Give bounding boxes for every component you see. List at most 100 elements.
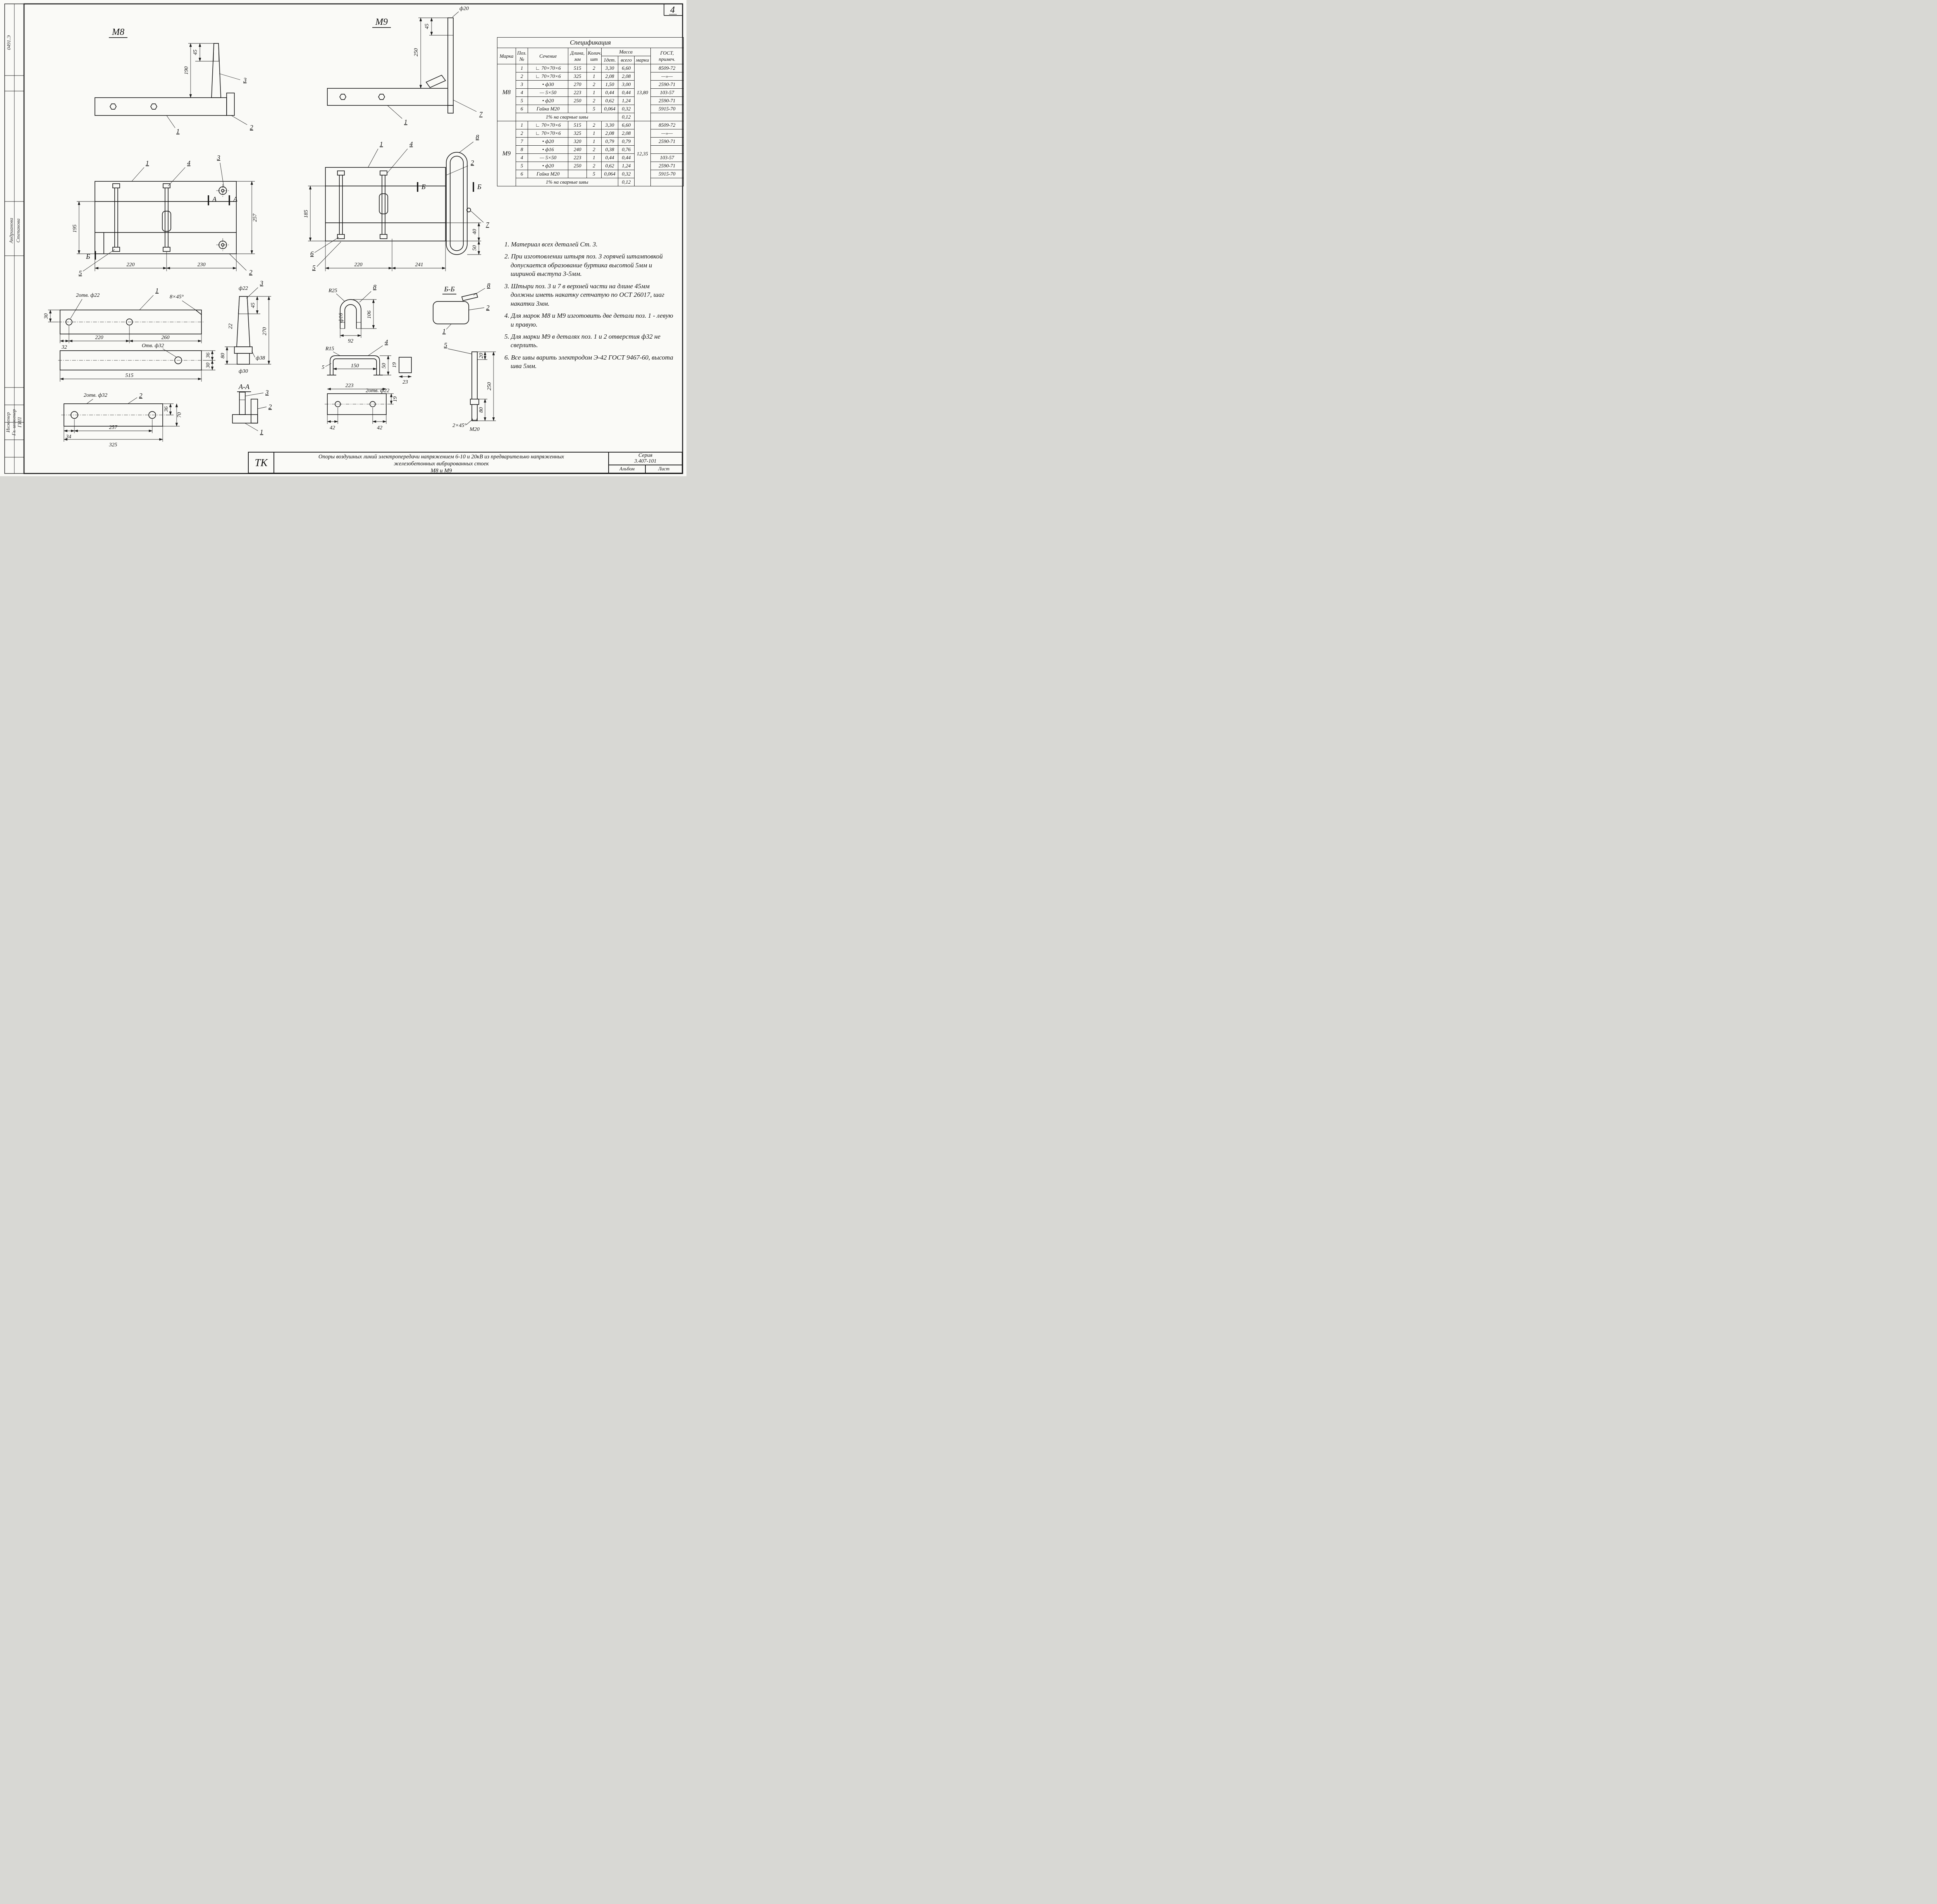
- part-label: 3: [217, 154, 220, 161]
- part-label: 7: [486, 221, 490, 228]
- spec-cell: 5915-70: [650, 170, 684, 178]
- spec-cell: 2,08: [618, 72, 635, 81]
- spec-cell: 0,064: [601, 170, 619, 178]
- title-line: Опоры воздушных линий электропередачи на…: [318, 454, 564, 460]
- spec-cell: 4: [515, 153, 528, 162]
- dim-label: 45: [424, 24, 430, 29]
- spec-cell: 8: [515, 145, 528, 154]
- view-title: М9: [375, 17, 388, 27]
- view-m9-front: М9 ф20 45 250 1 7: [327, 6, 483, 126]
- spec-cell: — 5×50: [528, 153, 569, 162]
- dim-label: 241: [415, 262, 423, 268]
- spec-cell: 103-57: [650, 88, 684, 97]
- sheet-label: Лист: [658, 466, 670, 472]
- section-mark: А: [233, 195, 238, 203]
- view-m9-plan: Б Б 185 220 241 40 50 1 4 8 2 6 5 7: [303, 133, 490, 271]
- spec-cell: 2: [587, 80, 602, 89]
- part-label: 2: [486, 304, 490, 311]
- dim-label: 2×45°: [452, 423, 466, 429]
- dim-label: 45: [250, 303, 256, 308]
- dim-label: 220: [127, 262, 135, 268]
- section-mark: А: [212, 195, 217, 203]
- dim-label: 190: [184, 67, 189, 75]
- spec-table: Спецификация Марка Поз. № Сечение Длина,…: [497, 37, 684, 186]
- section-a-a: А-А 3 2 1: [232, 383, 272, 436]
- spec-cell: 2: [587, 145, 602, 154]
- spec-cell: 0,32: [618, 105, 635, 113]
- series-number: 3.407-101: [634, 458, 657, 465]
- part-label: 7: [479, 110, 483, 118]
- spec-cell: 1,50: [601, 80, 619, 89]
- dim-label: 80: [478, 407, 484, 413]
- spec-cell: 5: [515, 162, 528, 170]
- spec-cell: • ф16: [528, 145, 569, 154]
- spec-cell: 3,30: [601, 64, 619, 72]
- spec-cell: 1: [587, 72, 602, 81]
- part-label: 2: [249, 269, 253, 276]
- spec-cell: —»—: [650, 72, 684, 81]
- part-label: 2: [250, 124, 253, 131]
- title-line: железобетонных вибрированных стоек: [394, 461, 489, 467]
- spec-title: Спецификация: [497, 37, 684, 48]
- spec-cell: 0,62: [601, 96, 619, 105]
- note-item: 2. При изготовлении штыря поз. 3 горячей…: [504, 253, 663, 278]
- spec-cell: 0,44: [618, 153, 635, 162]
- dim-label: 34: [65, 434, 71, 440]
- spec-header: ГОСТ, примеч.: [650, 48, 684, 64]
- spec-cell: 3,30: [601, 121, 619, 129]
- part-label: 8: [487, 282, 490, 289]
- part-label: 1: [176, 127, 180, 135]
- dim-label: R25: [328, 288, 337, 294]
- part-label: 2: [471, 159, 474, 166]
- spec-header: всего: [618, 56, 635, 64]
- spec-cell: 2: [587, 162, 602, 170]
- spec-cell: 7: [515, 137, 528, 146]
- spec-cell: 0,44: [618, 88, 635, 97]
- spec-cell: 3: [515, 80, 528, 89]
- spec-mark: М8: [497, 64, 516, 121]
- part-label: 1: [404, 118, 408, 126]
- part-label: 1: [155, 287, 159, 294]
- spec-cell: 2590-71: [650, 137, 684, 146]
- dim-label: 32: [61, 344, 67, 350]
- section-mark: Б: [421, 183, 426, 191]
- spec-cell: 2590-71: [650, 162, 684, 170]
- spec-cell: 1: [515, 121, 528, 129]
- spec-cell: 2,08: [601, 72, 619, 81]
- spec-cell: 0,32: [618, 170, 635, 178]
- spec-cell: 6,60: [618, 64, 635, 72]
- title-block: ТК Опоры воздушных линий электропередачи…: [248, 452, 683, 474]
- title-block-series-area: Серия 3.407-101 Альбом Лист: [609, 453, 682, 473]
- part-label: 3: [243, 76, 247, 84]
- spec-cell: 1: [587, 88, 602, 97]
- detail-pin-pos3: ф22 45 270 22 80 ф38 ф30 3: [220, 279, 271, 374]
- part-label: 5: [444, 341, 447, 349]
- dim-label: 150: [351, 363, 359, 369]
- dim-label: 250: [413, 48, 419, 57]
- dim-label: 220: [95, 335, 103, 341]
- spec-cell: 223: [568, 153, 587, 162]
- spec-cell: 5915-70: [650, 105, 684, 113]
- spec-cell: • ф20: [528, 137, 569, 146]
- part-label: 1: [260, 428, 263, 436]
- spec-cell: 0,62: [601, 162, 619, 170]
- spec-cell: 515: [568, 64, 587, 72]
- part-label: 4: [187, 159, 191, 167]
- stamp-role: Гл. инженер: [11, 409, 17, 436]
- spec-cell: 2590-71: [650, 96, 684, 105]
- spec-cell: — 5×50: [528, 88, 569, 97]
- dim-label: 40: [472, 229, 478, 234]
- dim-label: 257: [109, 425, 118, 430]
- spec-cell: 2,08: [618, 129, 635, 138]
- spec-cell: 0,79: [601, 137, 619, 146]
- dim-label: 42: [377, 425, 382, 431]
- sheet-frame: [4, 3, 683, 474]
- spec-cell: Гайка М20: [528, 170, 569, 178]
- album-label: Альбом: [609, 465, 646, 473]
- spec-header: Масса: [601, 48, 651, 56]
- spec-header: 1дет.: [601, 56, 619, 64]
- note-item: 5. Для марки М9 в деталях поз. 1 и 2 отв…: [504, 332, 661, 349]
- spec-cell: 4: [515, 88, 528, 97]
- sheet-number-box: 4: [669, 5, 677, 15]
- spec-header: Марка: [497, 48, 516, 64]
